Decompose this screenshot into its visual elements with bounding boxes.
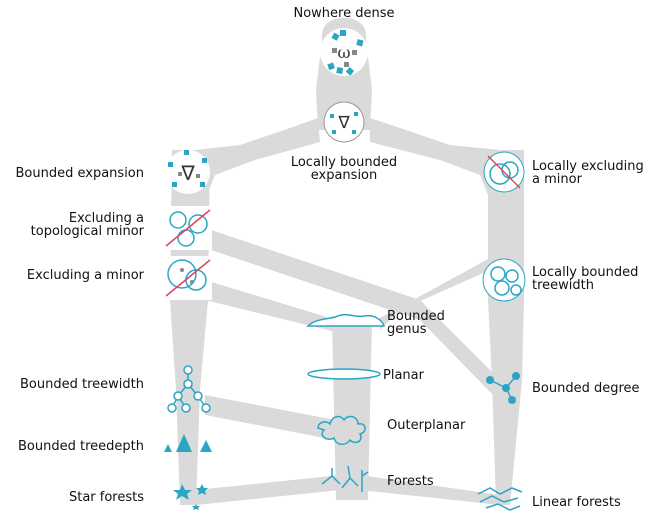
band-minor-to-genus bbox=[205, 280, 340, 333]
label-linear-forests: Linear forests bbox=[532, 495, 621, 510]
linear-forest-icon bbox=[477, 487, 523, 511]
local-treewidth-icon bbox=[482, 258, 526, 302]
planar-icon bbox=[307, 368, 381, 380]
graph-nabla-icon: ∇ bbox=[323, 101, 365, 143]
label-excluding-minor: Excluding a minor bbox=[26, 268, 144, 283]
label-locally-excluding-minor: Locally excluding a minor bbox=[532, 159, 644, 187]
tree-icon bbox=[167, 365, 211, 413]
label-excluding-topological-minor: Excluding a topological minor bbox=[30, 211, 144, 239]
genus-icon bbox=[306, 313, 386, 327]
band-left-split bbox=[175, 118, 320, 200]
label-bounded-genus: Bounded genus bbox=[387, 309, 445, 337]
outerplanar-icon bbox=[317, 415, 366, 445]
no-topological-minor-icon bbox=[164, 206, 212, 250]
label-outerplanar: Outerplanar bbox=[387, 418, 466, 433]
label-locally-bounded-expansion: Locally bounded expansion bbox=[290, 155, 398, 183]
band-topminor-to-degree bbox=[205, 228, 520, 410]
label-nowhere-dense: Nowhere dense bbox=[293, 6, 395, 21]
band-treewidth-to-outerplanar bbox=[205, 395, 335, 440]
label-forests: Forests bbox=[387, 474, 434, 489]
label-bounded-expansion: Bounded expansion bbox=[15, 166, 144, 181]
band-forests-fan bbox=[196, 475, 500, 505]
svg-text:∇: ∇ bbox=[180, 161, 195, 185]
star-forest-icon bbox=[173, 484, 208, 510]
label-planar: Planar bbox=[383, 368, 424, 383]
graph-nabla-icon: ∇ bbox=[166, 150, 210, 194]
label-bounded-degree: Bounded degree bbox=[532, 381, 640, 396]
band-right-column bbox=[488, 150, 524, 505]
label-bounded-treewidth: Bounded treewidth bbox=[20, 377, 144, 392]
label-locally-bounded-treewidth: Locally bounded treewidth bbox=[532, 265, 639, 293]
band-middle-column bbox=[332, 320, 372, 500]
label-bounded-treedepth: Bounded treedepth bbox=[18, 439, 144, 454]
svg-text:ω: ω bbox=[337, 43, 350, 62]
forest-icon bbox=[321, 465, 369, 492]
label-star-forests: Star forests bbox=[68, 490, 144, 505]
band-right-split bbox=[370, 118, 522, 200]
graph-omega-icon: ω bbox=[320, 28, 368, 76]
svg-text:∇: ∇ bbox=[337, 113, 350, 133]
treedepth-icon bbox=[164, 434, 212, 452]
band-ltw-to-genus bbox=[380, 258, 490, 330]
no-minor-icon bbox=[483, 151, 525, 193]
degree-icon bbox=[486, 372, 520, 404]
no-minor-icon bbox=[164, 256, 212, 300]
